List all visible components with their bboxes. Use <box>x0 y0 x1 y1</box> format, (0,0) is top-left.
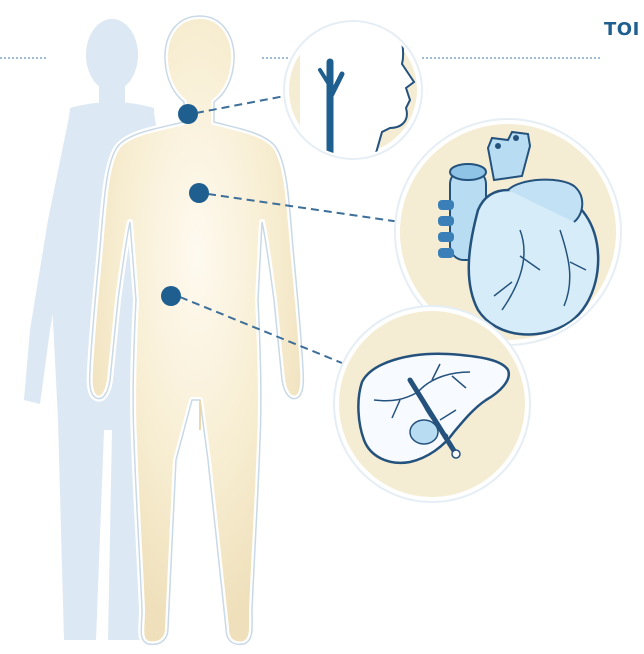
callout-neck <box>283 20 423 160</box>
chest-marker <box>189 183 209 203</box>
callout-liver <box>333 305 531 503</box>
corner-label: TOI <box>604 19 644 40</box>
neck-marker <box>178 104 198 124</box>
abdomen-marker <box>161 286 181 306</box>
